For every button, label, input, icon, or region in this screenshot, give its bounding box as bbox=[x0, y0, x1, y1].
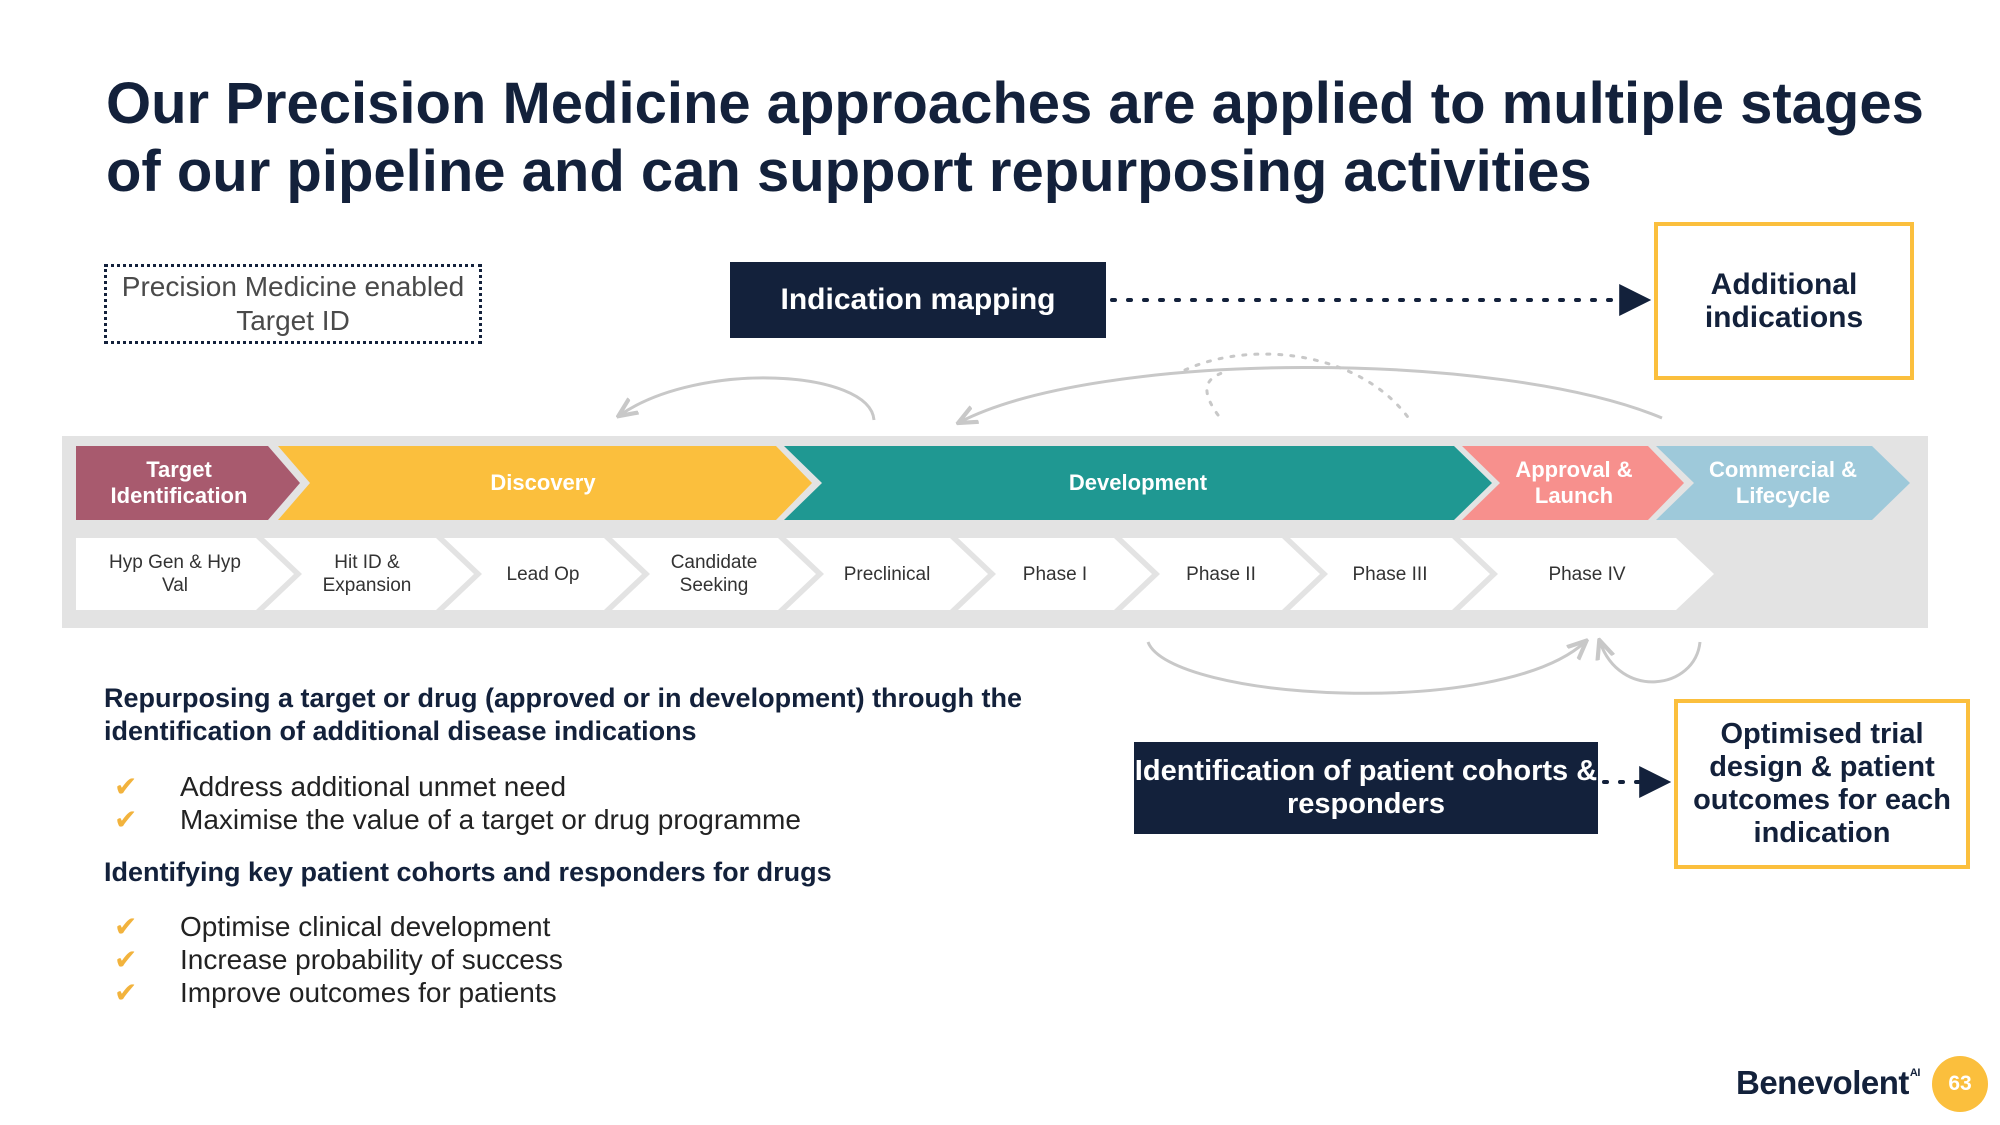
stage-label-commercial-lifecycle: Commercial & Lifecycle bbox=[1709, 457, 1857, 508]
stage-label-approval-launch: Approval & Launch bbox=[1515, 457, 1633, 508]
substage-label: Lead Op bbox=[506, 563, 580, 585]
precision-medicine-target-id-box: Precision Medicine enabled Target ID bbox=[104, 264, 482, 344]
patient-identification-box: Identification of patient cohorts & resp… bbox=[1134, 742, 1598, 834]
page-number: 63 bbox=[1932, 1056, 1988, 1112]
patient-cohorts-heading: Identifying key patient cohorts and resp… bbox=[104, 857, 832, 887]
stage-development bbox=[784, 446, 1492, 520]
patient-cohorts-list: ✔ Optimise clinical development ✔ Increa… bbox=[104, 910, 1004, 1009]
stage-commercial-lifecycle bbox=[1656, 446, 1910, 520]
benevolent-logo: BenevolentAI bbox=[1736, 1064, 1920, 1102]
stage-approval-launch bbox=[1462, 446, 1684, 520]
substage-label: Phase IV bbox=[1548, 563, 1626, 585]
list-item-text: Address additional unmet need bbox=[180, 770, 567, 802]
list-item: ✔ Increase probability of success bbox=[104, 943, 1004, 976]
additional-indications-box: Additional indications bbox=[1654, 222, 1914, 380]
slide-title: Our Precision Medicine approaches are ap… bbox=[106, 71, 1924, 204]
curve-arrow-discovery bbox=[620, 376, 876, 421]
stage-discovery bbox=[278, 446, 812, 520]
logo-text: Benevolent bbox=[1736, 1064, 1909, 1101]
substage-label: Phase I bbox=[1022, 563, 1088, 585]
repurposing-list: ✔ Address additional unmet need ✔ Maximi… bbox=[104, 770, 1004, 836]
substage-preclinical bbox=[786, 538, 988, 610]
list-item-text: Optimise clinical development bbox=[180, 910, 551, 942]
curve-arrow-development bbox=[960, 366, 1663, 422]
stage-target-identification bbox=[76, 446, 300, 520]
substage-hyp-gen bbox=[76, 538, 294, 610]
substage-label: Candidate Seeking bbox=[670, 552, 758, 596]
list-item-text: Maximise the value of a target or drug p… bbox=[180, 803, 801, 835]
stage-label-target-identification: Target Identification bbox=[110, 457, 248, 508]
substage-phase-ii bbox=[1122, 538, 1320, 610]
substage-phase-iii bbox=[1290, 538, 1490, 610]
list-item: ✔ Address additional unmet need bbox=[104, 770, 1004, 803]
substage-phase-iv bbox=[1460, 538, 1714, 610]
substage-label: Preclinical bbox=[843, 563, 931, 585]
repurposing-heading: Repurposing a target or drug (approved o… bbox=[104, 683, 1023, 746]
curve-arrow-loop bbox=[1600, 642, 1702, 684]
substage-label: Hit ID & Expansion bbox=[322, 552, 412, 596]
curve-arrow-phase-iv bbox=[1146, 642, 1585, 695]
list-item-text: Increase probability of success bbox=[180, 943, 563, 975]
check-icon: ✔ bbox=[114, 771, 138, 802]
stage-label-discovery: Discovery bbox=[490, 470, 596, 495]
list-item-text: Improve outcomes for patients bbox=[180, 976, 557, 1008]
check-icon: ✔ bbox=[114, 804, 138, 835]
check-icon: ✔ bbox=[114, 911, 138, 942]
check-icon: ✔ bbox=[114, 977, 138, 1008]
optimised-trial-box: Optimised trial design & patient outcome… bbox=[1674, 699, 1970, 869]
curve-dotted-1 bbox=[1183, 352, 1412, 422]
substage-label: Phase II bbox=[1186, 563, 1256, 585]
indication-mapping-box: Indication mapping bbox=[730, 262, 1106, 338]
curve-dotted-2 bbox=[1205, 370, 1227, 417]
substage-label: Hyp Gen & Hyp Val bbox=[109, 552, 241, 596]
substage-lead-op bbox=[444, 538, 642, 610]
list-item: ✔ Maximise the value of a target or drug… bbox=[104, 803, 1004, 836]
substage-phase-i bbox=[958, 538, 1152, 610]
list-item: ✔ Optimise clinical development bbox=[104, 910, 1004, 943]
substage-hit-id bbox=[264, 538, 474, 610]
stage-label-development: Development bbox=[1068, 470, 1208, 495]
substage-candidate-seeking bbox=[612, 538, 816, 610]
substage-label: Phase III bbox=[1352, 563, 1428, 585]
list-item: ✔ Improve outcomes for patients bbox=[104, 976, 1004, 1009]
check-icon: ✔ bbox=[114, 944, 138, 975]
logo-superscript: AI bbox=[1909, 1067, 1921, 1079]
